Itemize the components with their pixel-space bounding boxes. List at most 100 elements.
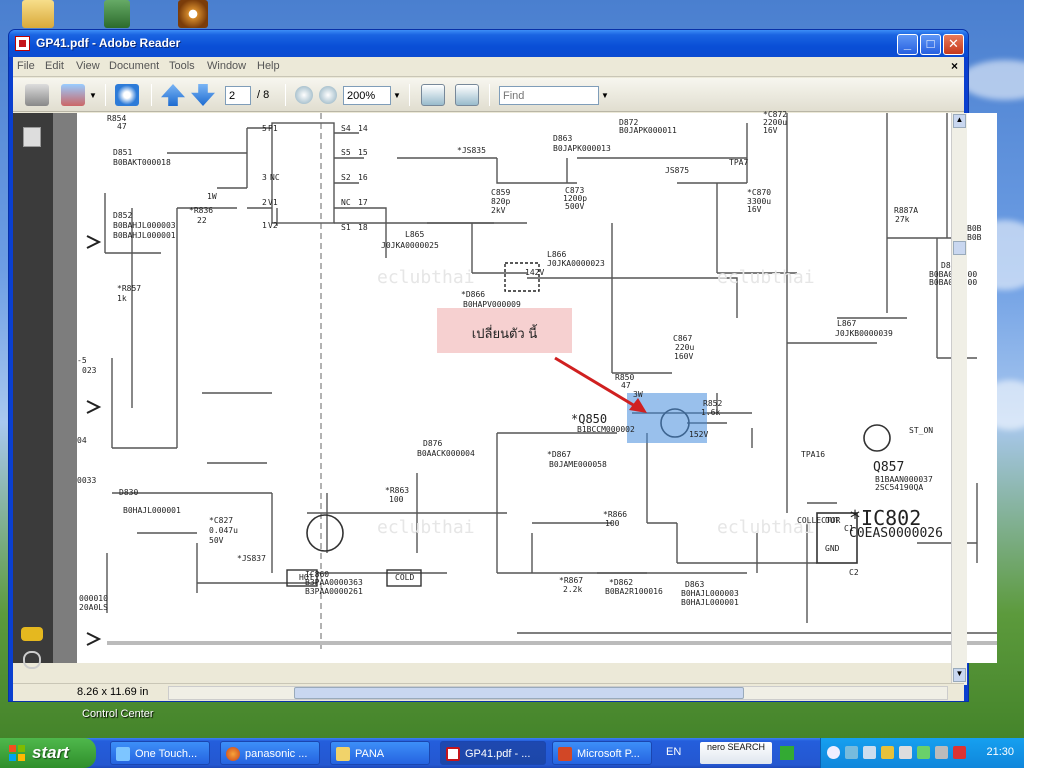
schematic-label: *R866 bbox=[603, 510, 627, 519]
schematic-label: B0HAJL000001 bbox=[681, 598, 739, 607]
menu-document[interactable]: Document bbox=[109, 60, 160, 72]
menu-help[interactable]: Help bbox=[257, 60, 280, 72]
schematic-label: *Q850 bbox=[571, 412, 607, 426]
window-title: GP41.pdf - Adobe Reader bbox=[36, 36, 181, 50]
schematic-label: *R863 bbox=[385, 486, 409, 495]
scroll-down-icon[interactable]: ▼ bbox=[953, 668, 966, 682]
schematic-label: *C827 bbox=[209, 516, 233, 525]
schematic-label: 2SC54190QA bbox=[875, 483, 923, 492]
schematic-label: *JS837 bbox=[237, 554, 266, 563]
zoom-input[interactable] bbox=[343, 86, 391, 105]
find-dropdown-icon[interactable]: ▼ bbox=[601, 91, 609, 100]
schematic-label: NC bbox=[341, 198, 351, 207]
usb-icon[interactable] bbox=[935, 746, 948, 759]
schematic-label: D863 bbox=[685, 580, 704, 589]
page-total: / 8 bbox=[257, 89, 270, 101]
alert-icon[interactable] bbox=[953, 746, 966, 759]
horizontal-scrollbar[interactable] bbox=[168, 686, 948, 700]
schematic-label: TPA16 bbox=[801, 450, 825, 459]
menu-edit[interactable]: Edit bbox=[45, 60, 64, 72]
email-dropdown-icon[interactable]: ▼ bbox=[89, 91, 97, 100]
desktop-cd-icon[interactable] bbox=[178, 0, 208, 28]
task-folder-pana[interactable]: PANA bbox=[330, 741, 430, 765]
watermark-text: eclubthai bbox=[377, 517, 475, 538]
window-client: File Edit View Document Tools Window Hel… bbox=[13, 57, 997, 701]
fit-page-icon[interactable] bbox=[455, 84, 479, 106]
schematic-label: 20A0LS bbox=[79, 603, 108, 612]
menu-file[interactable]: File bbox=[17, 60, 35, 72]
task-powerpoint[interactable]: Microsoft P... bbox=[552, 741, 652, 765]
watermark-text: eclubthai bbox=[377, 267, 475, 288]
maximize-button[interactable]: □ bbox=[920, 34, 941, 55]
hscroll-thumb[interactable] bbox=[294, 687, 744, 699]
window-titlebar[interactable]: GP41.pdf - Adobe Reader _ □ ✕ bbox=[9, 30, 968, 57]
schematic-label: *C872 bbox=[763, 110, 787, 119]
display-icon[interactable] bbox=[863, 746, 876, 759]
start-button[interactable]: start bbox=[0, 738, 96, 768]
schematic-label: 100 bbox=[605, 519, 620, 528]
menu-tools[interactable]: Tools bbox=[169, 60, 195, 72]
shield-icon[interactable] bbox=[881, 746, 894, 759]
vertical-scrollbar[interactable]: ▲ ▼ bbox=[951, 113, 967, 685]
nero-search-box[interactable]: nero SEARCH bbox=[700, 742, 772, 764]
desktop-app-icon[interactable] bbox=[104, 0, 130, 28]
task-firefox-panasonic[interactable]: panasonic ... bbox=[220, 741, 320, 765]
tray-expand-icon[interactable] bbox=[827, 746, 840, 759]
schematic-label: 2 bbox=[262, 198, 267, 207]
schematic-label: 16V bbox=[747, 205, 762, 214]
minimize-button[interactable]: _ bbox=[897, 34, 918, 55]
security-icon[interactable] bbox=[917, 746, 930, 759]
language-indicator[interactable]: EN bbox=[666, 746, 682, 758]
attachments-icon[interactable] bbox=[23, 651, 41, 669]
select-tool-icon[interactable] bbox=[115, 84, 139, 106]
pages-panel-icon[interactable] bbox=[23, 127, 41, 147]
desktop-folder-icon[interactable] bbox=[22, 0, 54, 28]
schematic-label: D872 bbox=[619, 118, 638, 127]
schematic-label: D852 bbox=[113, 211, 132, 220]
task-label: One Touch... bbox=[135, 748, 198, 760]
pdf-icon bbox=[446, 747, 460, 761]
menu-view[interactable]: View bbox=[76, 60, 100, 72]
schematic-label: *R857 bbox=[117, 284, 141, 293]
print-icon[interactable] bbox=[25, 84, 49, 106]
close-button[interactable]: ✕ bbox=[943, 34, 964, 55]
go-arrow-icon[interactable] bbox=[780, 746, 794, 760]
schematic-label: GND bbox=[825, 544, 840, 553]
document-close-icon[interactable]: × bbox=[950, 59, 958, 73]
schematic-label: B0B bbox=[967, 224, 982, 233]
schematic-label: *JS835 bbox=[457, 146, 486, 155]
email-icon[interactable] bbox=[61, 84, 85, 106]
task-adobe-reader[interactable]: GP41.pdf - ... bbox=[440, 741, 546, 765]
fit-width-icon[interactable] bbox=[421, 84, 445, 106]
schematic-label: V2 bbox=[268, 221, 278, 230]
zoom-out-icon[interactable] bbox=[295, 86, 313, 104]
speaker-icon[interactable] bbox=[899, 746, 912, 759]
scroll-thumb[interactable] bbox=[953, 241, 966, 255]
schematic-label: B0BAHJL000001 bbox=[113, 231, 176, 240]
desktop-icon-label-control-center[interactable]: Control Center bbox=[82, 708, 154, 720]
scroll-up-icon[interactable]: ▲ bbox=[953, 114, 966, 128]
next-page-icon[interactable] bbox=[191, 84, 215, 106]
schematic-label: C873 bbox=[565, 186, 584, 195]
page-number-input[interactable] bbox=[225, 86, 251, 105]
menu-window[interactable]: Window bbox=[207, 60, 247, 72]
schematic-label: D881 bbox=[941, 261, 960, 270]
network-icon[interactable] bbox=[845, 746, 858, 759]
schematic-label: 50V bbox=[209, 536, 224, 545]
schematic-label: 220u bbox=[675, 343, 694, 352]
find-input[interactable] bbox=[499, 86, 599, 105]
schematic-label: B0HAJL000001 bbox=[123, 506, 181, 515]
schematic-label: HOT bbox=[299, 573, 314, 582]
task-onetouch[interactable]: One Touch... bbox=[110, 741, 210, 765]
schematic-label: 2kV bbox=[491, 206, 506, 215]
schematic-label: ST_ON bbox=[909, 426, 933, 435]
schematic-label: B0BA2R100016 bbox=[605, 587, 663, 596]
comments-icon[interactable] bbox=[21, 627, 43, 641]
previous-page-icon[interactable] bbox=[161, 84, 185, 106]
schematic-label: *R867 bbox=[559, 576, 583, 585]
zoom-in-icon[interactable] bbox=[319, 86, 337, 104]
schematic-label: COLLECTOR bbox=[797, 516, 841, 525]
zoom-dropdown-icon[interactable]: ▼ bbox=[393, 91, 401, 100]
schematic-label: R850 bbox=[615, 373, 634, 382]
